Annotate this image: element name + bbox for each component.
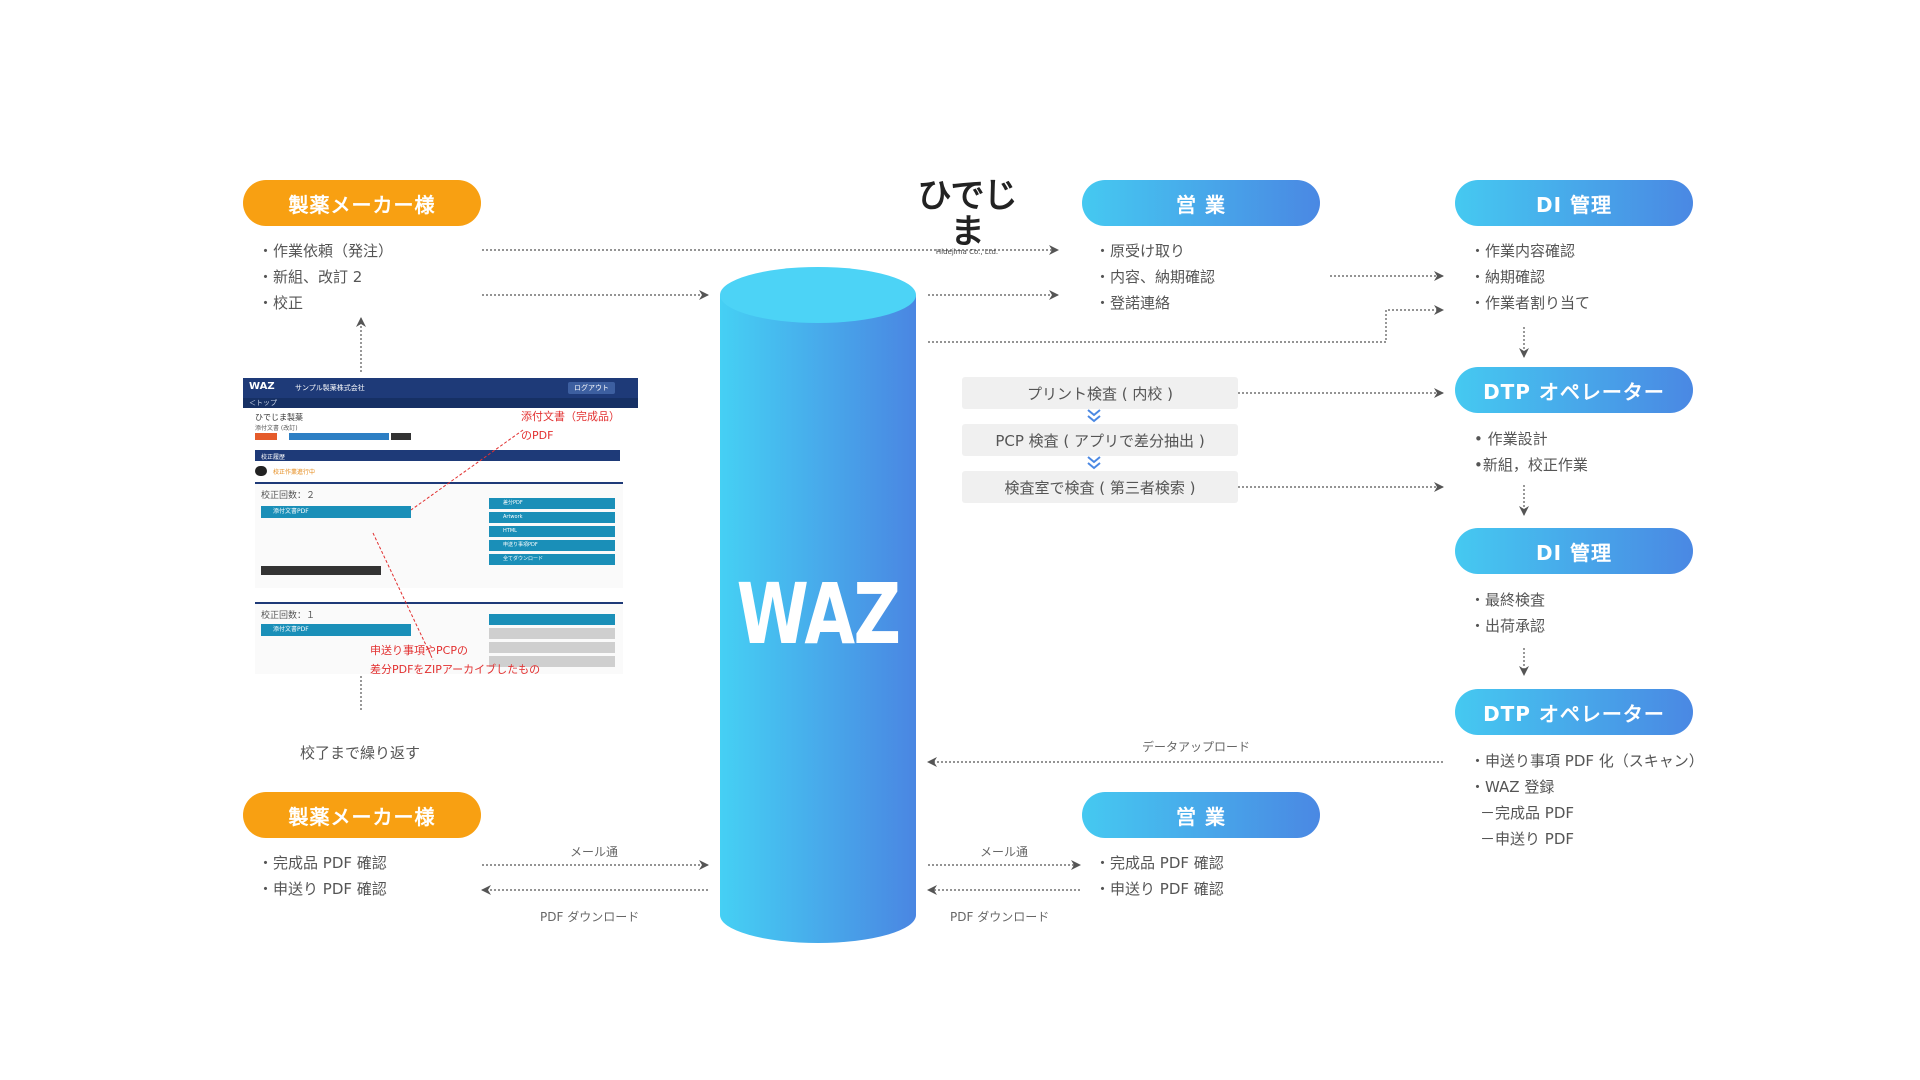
list-item: •新組，校正作業	[1474, 456, 1588, 474]
round-1-title: 校正回数：１	[261, 611, 316, 621]
list-sales-bottom: ・完成品 PDF 確認 ・申送り PDF 確認	[1095, 850, 1224, 902]
app-company: サンプル製薬株式会社	[295, 384, 365, 392]
side-button[interactable]	[489, 642, 615, 653]
pdf-button[interactable]: 添付文書PDF	[261, 506, 411, 518]
list-di-mid: ・最終検査 ・出荷承認	[1470, 587, 1545, 639]
side-button[interactable]: 申送り事項PDF	[489, 540, 615, 551]
side-button[interactable]	[489, 628, 615, 639]
node-di-mid: DI 管理	[1455, 528, 1693, 574]
list-item: －申送り PDF	[1480, 830, 1574, 848]
tag-dark	[391, 433, 411, 440]
list-dtp-2: ・申送り事項 PDF 化（スキャン） ・WAZ 登録 －完成品 PDF －申送り…	[1470, 748, 1704, 852]
arrow-waz-to-di	[928, 305, 1444, 343]
tag-red	[255, 433, 277, 440]
round-1-card: 校正回数：１ 添付文書PDF	[255, 602, 623, 674]
tag-blue	[289, 433, 389, 440]
list-item: ・申送り PDF 確認	[258, 880, 387, 898]
label-pdf-dl-left: PDF ダウンロード	[540, 910, 640, 924]
list-item: ・完成品 PDF 確認	[258, 854, 387, 872]
app-header: WAZ サンプル製薬株式会社 ログアウト	[243, 378, 638, 398]
annotation-2: のPDF	[521, 429, 554, 442]
round-2-card: 校正回数：２ 添付文書PDF 差分PDF Artwork HTML 申送り事項P…	[255, 482, 623, 588]
waz-app-screenshot: WAZ サンプル製薬株式会社 ログアウト ＜トップ ひでじま製薬 添付文書 (改…	[243, 378, 638, 674]
side-button[interactable]: 全てダウンロード	[489, 554, 615, 565]
status-text: 校正作業進行中	[273, 469, 316, 476]
node-sales-bottom: 営 業	[1082, 792, 1320, 838]
list-item: ・内容、納期確認	[1095, 268, 1216, 286]
node-dtp-1: DTP オペレーター	[1455, 367, 1693, 413]
app-user-badge[interactable]: ログアウト	[568, 382, 615, 394]
chevron-down-icon	[1087, 456, 1101, 470]
annotation-lines	[372, 429, 524, 661]
waz-label: WAZ	[736, 565, 901, 663]
list-di-top: ・作業内容確認 ・納期確認 ・作業者割り当て	[1470, 238, 1590, 316]
label-repeat: 校了まで繰り返す	[300, 744, 421, 762]
download-all-button[interactable]	[261, 566, 381, 575]
label-data-upload: データアップロード	[1142, 740, 1251, 754]
list-item: ・校正	[258, 294, 304, 312]
list-dtp-1: • 作業設計 •新組，校正作業	[1474, 426, 1588, 478]
inspection-pcp: PCP 検査 ( アプリで差分抽出 )	[962, 424, 1238, 456]
side-button[interactable]: 差分PDF	[489, 498, 615, 509]
hidejima-logo: ひでじま Hidejima Co., Ltd.	[902, 178, 1032, 256]
logo-sub: Hidejima Co., Ltd.	[935, 248, 999, 256]
annotation-4: 差分PDFをZIPアーカイブしたもの	[370, 663, 541, 674]
annotation-3: 申送り事項やPCPの	[370, 644, 468, 657]
status-dot	[255, 466, 267, 476]
doc-tags	[255, 433, 415, 440]
node-maker-bottom: 製薬メーカー様	[243, 792, 481, 838]
app-nav: ＜トップ	[243, 398, 638, 408]
list-item: • 作業設計	[1474, 430, 1548, 448]
list-item: ・申送り PDF 確認	[1095, 880, 1224, 898]
list-item: ・完成品 PDF 確認	[1095, 854, 1224, 872]
list-maker-top: ・作業依頼（発注） ・新組、改訂 2 ・校正	[258, 238, 393, 316]
list-item: ・原受け取り	[1095, 242, 1186, 260]
list-item: ・WAZ 登録	[1470, 778, 1555, 796]
side-button[interactable]	[489, 656, 615, 667]
list-item: ・作業者割り当て	[1470, 294, 1591, 312]
logo-main: ひでじま	[917, 176, 1018, 252]
section-title: 校正履歴	[261, 454, 286, 461]
list-maker-bottom: ・完成品 PDF 確認 ・申送り PDF 確認	[258, 850, 387, 902]
node-dtp-2: DTP オペレーター	[1455, 689, 1693, 735]
list-item: ・新組、改訂 2	[258, 268, 363, 286]
node-sales-top: 営 業	[1082, 180, 1320, 226]
doc-sub: 添付文書 (改訂)	[255, 425, 298, 432]
list-item: －完成品 PDF	[1480, 804, 1574, 822]
list-item: ・作業内容確認	[1470, 242, 1576, 260]
label-mail-left: メール通	[570, 845, 619, 859]
chevron-down-icon	[1087, 409, 1101, 423]
annotation-1: 添付文書（完成品）	[521, 410, 620, 423]
pdf-button[interactable]: 添付文書PDF	[261, 624, 411, 636]
side-buttons: 差分PDF Artwork HTML 申送り事項PDF 全てダウンロード	[489, 498, 615, 568]
side-button[interactable]: Artwork	[489, 512, 615, 523]
side-buttons	[489, 614, 615, 670]
inspection-print: プリント検査 ( 内校 )	[962, 377, 1238, 409]
doc-title: ひでじま製薬	[255, 413, 303, 422]
label-mail-right: メール通	[980, 845, 1029, 859]
round-2-title: 校正回数：２	[261, 491, 316, 501]
node-maker-top: 製薬メーカー様	[243, 180, 481, 226]
list-item: ・作業依頼（発注）	[258, 242, 394, 260]
section-bar: 校正履歴	[255, 450, 620, 461]
list-sales-top: ・原受け取り ・内容、納期確認 ・登諾連絡	[1095, 238, 1215, 316]
side-button[interactable]	[489, 614, 615, 625]
list-item: ・登諾連絡	[1095, 294, 1171, 312]
side-button[interactable]: HTML	[489, 526, 615, 537]
app-logo: WAZ	[249, 381, 275, 392]
list-item: ・出荷承認	[1470, 617, 1546, 635]
node-di-top: DI 管理	[1455, 180, 1693, 226]
inspection-lab: 検査室で検査 ( 第三者検索 )	[962, 471, 1238, 503]
list-item: ・納期確認	[1470, 268, 1546, 286]
list-item: ・申送り事項 PDF 化（スキャン）	[1470, 752, 1704, 770]
list-item: ・最終検査	[1470, 591, 1546, 609]
nav-top-link[interactable]: ＜トップ	[249, 399, 277, 407]
label-pdf-dl-right: PDF ダウンロード	[950, 910, 1050, 924]
